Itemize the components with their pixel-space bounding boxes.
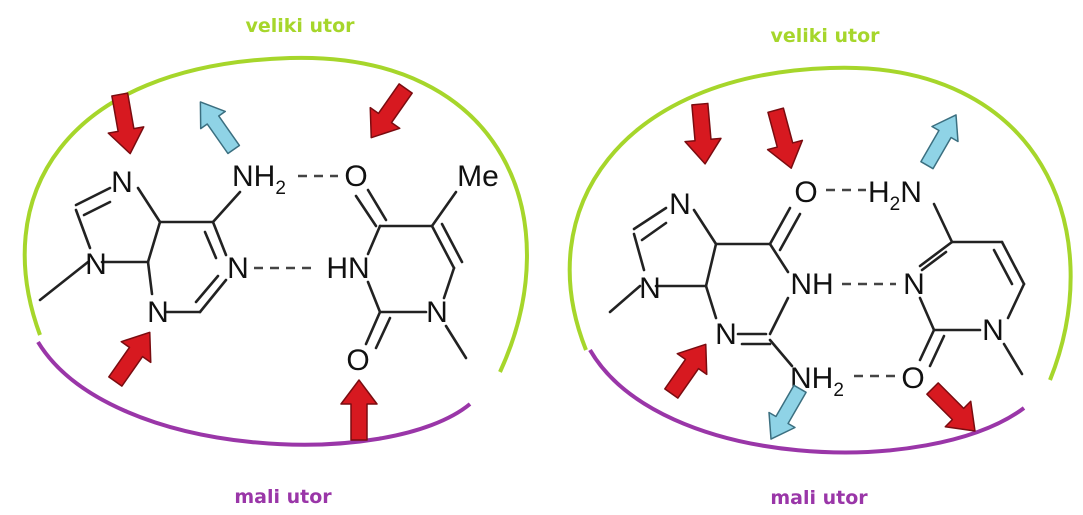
acceptor-arrow-icon xyxy=(655,333,722,405)
cytosine-bonds xyxy=(918,202,1026,376)
atom-h2n: H2N xyxy=(868,176,922,215)
atom-o2: O xyxy=(901,362,924,395)
thymine-bonds xyxy=(354,188,468,360)
major-groove-arc xyxy=(22,55,529,373)
atom-n9: N xyxy=(85,248,107,281)
acceptor-arrow-icon xyxy=(99,321,166,393)
atom-n9: N xyxy=(639,272,661,305)
minor-groove-arc xyxy=(36,340,472,447)
atom-n7: N xyxy=(111,166,133,199)
atom-n1c: N xyxy=(982,314,1004,347)
minor-groove-label: mali utor xyxy=(770,487,868,509)
minor-groove-arc xyxy=(588,348,1026,455)
acceptor-arrow-icon xyxy=(757,104,810,174)
acceptor-arrow-icon xyxy=(681,101,724,167)
atom-n7: N xyxy=(669,188,691,221)
acceptor-arrow-icon xyxy=(101,90,149,158)
major-groove-arc xyxy=(567,65,1073,381)
major-groove-label: veliki utor xyxy=(245,15,355,37)
panel-gc: veliki utor mali utor N N N O NH NH2 xyxy=(567,25,1073,509)
adenine-bonds xyxy=(38,186,242,314)
atom-nh2: NH2 xyxy=(232,160,286,199)
minor-groove-label: mali utor xyxy=(234,486,332,508)
atom-n1t: N xyxy=(426,296,448,329)
donor-arrow-icon xyxy=(187,92,247,159)
major-groove-label: veliki utor xyxy=(770,25,880,47)
acceptor-arrow-icon xyxy=(355,77,422,149)
atom-o2: O xyxy=(346,344,369,377)
atom-o4: O xyxy=(344,160,367,193)
panel-at: veliki utor mali utor N N N N NH2 xyxy=(22,15,529,508)
atom-methyl: Me xyxy=(457,160,499,193)
atom-n3c: N xyxy=(903,268,925,301)
atom-nh: NH xyxy=(790,268,833,301)
acceptor-arrow-icon xyxy=(340,379,378,441)
atom-n3: N xyxy=(147,296,169,329)
atom-n1: N xyxy=(227,252,249,285)
guanine-bonds xyxy=(608,206,802,368)
atom-o6: O xyxy=(794,176,817,209)
donor-arrow-icon xyxy=(757,380,814,448)
atom-n3: N xyxy=(715,318,737,351)
atom-hn: HN xyxy=(326,252,369,285)
donor-arrow-icon xyxy=(913,106,970,174)
